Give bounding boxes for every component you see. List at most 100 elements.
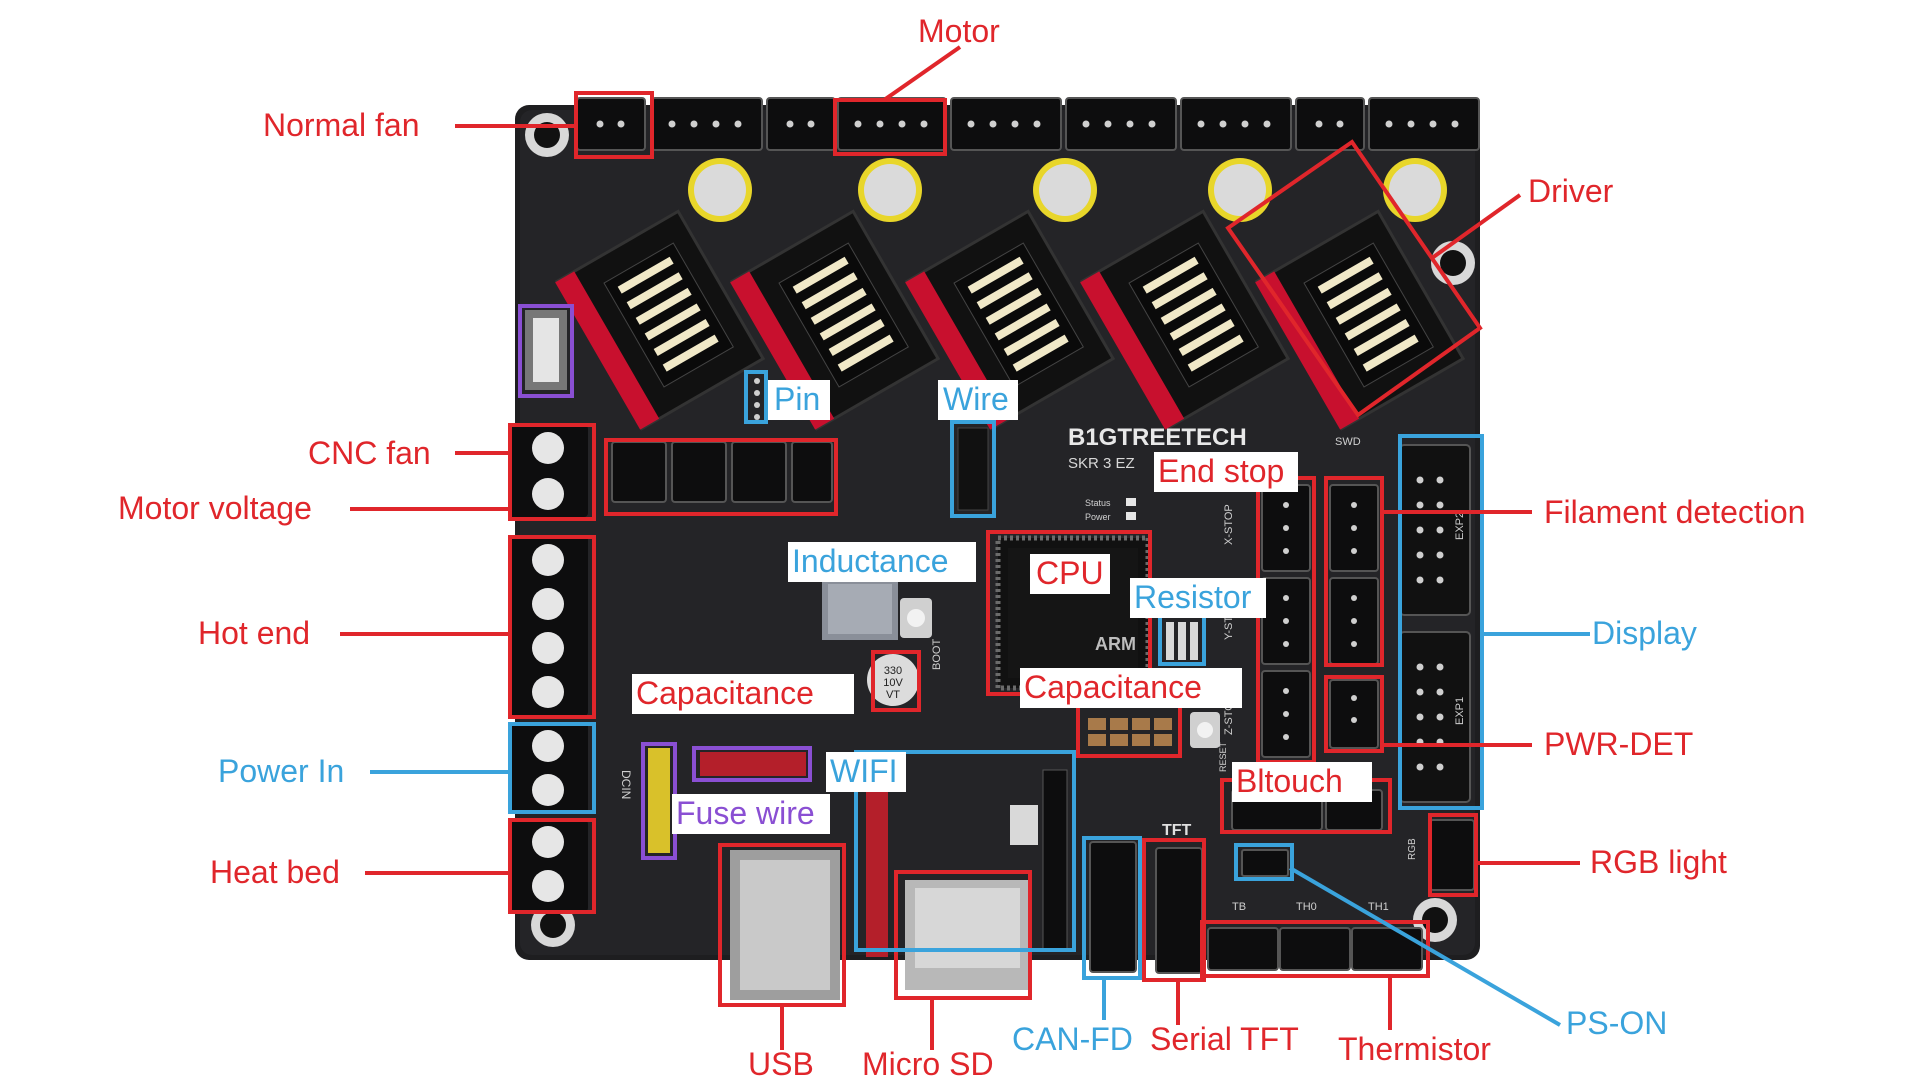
- stepper-driver-module: [1079, 209, 1291, 431]
- label-resistor: Resistor: [1134, 579, 1252, 615]
- blue-highlight-boxes: [508, 370, 1484, 980]
- reset-silk-label: RESET: [1218, 741, 1228, 772]
- annotation-labels: Normal fan Motor Driver CNC fan Motor vo…: [118, 13, 1805, 1080]
- stepper-driver-module: [554, 209, 766, 431]
- label-pin: Pin: [774, 381, 820, 417]
- pcb-board: 330 10V VT ARM B1GTREETECH SKR 3 EZ SWD …: [508, 97, 1480, 1000]
- fuse-wire-icon: [648, 748, 806, 853]
- rgb-connector: [1429, 819, 1475, 891]
- capacitor-marking: 10V: [883, 677, 903, 689]
- screw-terminal-block: [508, 425, 588, 912]
- label-end-stop: End stop: [1158, 453, 1284, 489]
- micro-sd-slot-icon: [905, 880, 1030, 990]
- x-stop-label: X-STOP: [1223, 504, 1235, 545]
- tft-silk-label: TFT: [1162, 822, 1192, 839]
- brand-name: B1GTREETECH: [1068, 424, 1247, 451]
- stepper-driver-module: [1254, 209, 1466, 431]
- label-bg: [1030, 554, 1110, 594]
- label-bg: [788, 542, 976, 582]
- label-heat-bed: Heat bed: [210, 854, 340, 890]
- label-cnc-fan: CNC fan: [308, 435, 431, 471]
- label-hot-end: Hot end: [198, 615, 310, 651]
- label-bg: [672, 794, 830, 834]
- connector-pins: [1283, 502, 1357, 740]
- label-capacitance-right: Capacitance: [1024, 669, 1202, 705]
- label-inductance: Inductance: [792, 543, 949, 579]
- label-bg: [938, 380, 1018, 420]
- capacitor-marking: VT: [886, 689, 900, 701]
- th0-label: TH0: [1296, 901, 1317, 913]
- label-motor: Motor: [918, 13, 1000, 49]
- exp1-label: EXP1: [1454, 697, 1466, 725]
- can-fd-connector: [1089, 841, 1137, 973]
- label-normal-fan: Normal fan: [263, 107, 420, 143]
- label-serial-tft: Serial TFT: [1150, 1021, 1299, 1057]
- cnc-fan-header: [611, 441, 833, 503]
- inductor-icon: [822, 578, 898, 640]
- smd-capacitor-array: [1088, 718, 1172, 746]
- capacitor-marking: 330: [884, 665, 902, 677]
- label-bg: [768, 380, 830, 420]
- label-bg: [826, 752, 906, 792]
- label-bg: [1130, 578, 1266, 618]
- electrolytic-capacitor-icon: [688, 158, 1447, 222]
- small-capacitor-icon: [867, 654, 919, 706]
- label-thermistor: Thermistor: [1338, 1031, 1491, 1067]
- label-bltouch: Bltouch: [1236, 763, 1343, 799]
- label-capacitance-left: Capacitance: [636, 675, 814, 711]
- usb-port-icon: [730, 850, 840, 1000]
- label-bg: [1232, 762, 1372, 802]
- label-can-fd: CAN-FD: [1012, 1021, 1133, 1057]
- wire-chip: [957, 427, 989, 511]
- label-driver: Driver: [1528, 173, 1614, 209]
- stepper-driver-module: [904, 209, 1116, 431]
- ps-on-header: [1241, 849, 1289, 877]
- fuse-icon: [525, 310, 567, 390]
- exp2-label: EXP2: [1454, 512, 1466, 540]
- label-pwr-det: PWR-DET: [1544, 726, 1693, 762]
- rgb-silk-label: RGB: [1407, 838, 1418, 860]
- th1-label: TH1: [1368, 901, 1389, 913]
- label-bg: [632, 674, 854, 714]
- label-motor-voltage: Motor voltage: [118, 490, 312, 526]
- stepper-driver-module: [729, 209, 941, 431]
- label-usb: USB: [748, 1046, 814, 1080]
- label-wifi: WIFI: [830, 753, 898, 789]
- status-led-label: Status: [1085, 498, 1111, 508]
- dcin-silk-label: DCIN: [619, 770, 633, 799]
- terminal-screw-icon: [532, 432, 564, 902]
- reset-button-icon: [1190, 712, 1220, 748]
- resistor-icon: [1166, 622, 1198, 660]
- label-bg: [1020, 668, 1242, 708]
- top-connector-row: [576, 97, 1480, 151]
- serial-tft-connector: [1155, 847, 1203, 974]
- chip-arm-logo: ARM: [1095, 634, 1136, 654]
- label-bg: [1154, 452, 1298, 492]
- pin-header-icon: [754, 378, 760, 420]
- label-wire: Wire: [943, 381, 1009, 417]
- power-led-icon: [1126, 512, 1136, 520]
- power-led-label: Power: [1085, 512, 1111, 522]
- thermistor-connector: [1207, 927, 1423, 971]
- label-display: Display: [1592, 615, 1697, 651]
- boot-button-icon: [900, 598, 932, 638]
- label-rgb-light: RGB light: [1590, 844, 1727, 880]
- label-power-in: Power In: [218, 753, 344, 789]
- wifi-header: [866, 769, 1068, 957]
- swd-label: SWD: [1335, 436, 1361, 448]
- tb-label: TB: [1232, 901, 1246, 913]
- blue-leader-lines: [370, 632, 1590, 1027]
- status-led-icon: [1126, 498, 1136, 506]
- connector-pins: [596, 120, 1459, 128]
- label-filament-detection: Filament detection: [1544, 494, 1805, 530]
- connector-pins: [1416, 476, 1444, 771]
- boot-silk-label: BOOT: [931, 639, 943, 670]
- red-leader-lines: [340, 45, 1580, 1050]
- label-micro-sd: Micro SD: [862, 1046, 994, 1080]
- label-cpu: CPU: [1036, 555, 1104, 591]
- label-fuse-wire: Fuse wire: [676, 795, 815, 831]
- label-ps-on: PS-ON: [1566, 1005, 1667, 1041]
- mounting-hole-icon: [525, 113, 569, 157]
- board-model: SKR 3 EZ: [1068, 455, 1135, 472]
